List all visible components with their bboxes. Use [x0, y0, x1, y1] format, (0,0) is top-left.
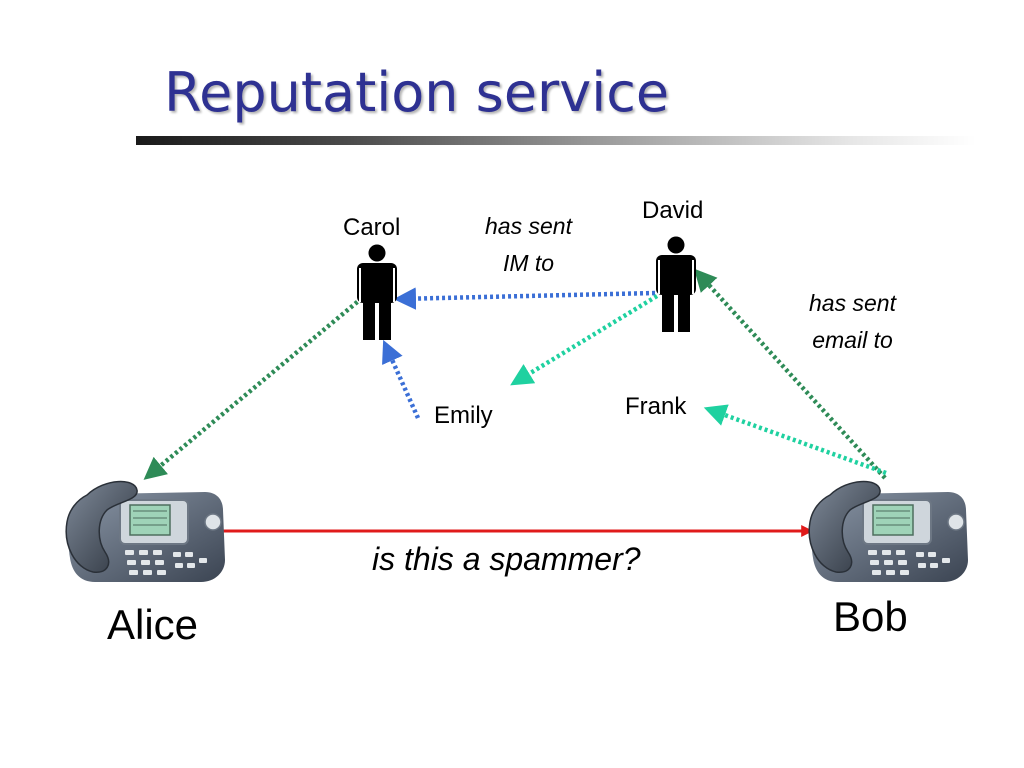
slide-title: Reputation service [164, 61, 670, 124]
relation-im-line1: has sent [485, 213, 572, 239]
title-underline [136, 136, 976, 145]
relation-email-line2: email to [812, 327, 893, 353]
label-carol: Carol [343, 214, 401, 241]
phone-icon-bob [808, 480, 969, 583]
edge-bob-to-frank [703, 404, 887, 476]
relation-email-line1: has sent [809, 290, 896, 316]
person-icon-carol [356, 243, 398, 341]
label-emily: Emily [434, 402, 493, 429]
phone-icon-alice [65, 480, 227, 583]
label-frank: Frank [625, 393, 687, 420]
edge-emily-to-carol [382, 339, 421, 419]
relation-im-line2: IM to [502, 250, 555, 276]
relation-label-im: has sent IM to [466, 208, 591, 282]
edge-bob-to-david [693, 268, 887, 480]
edge-david-to-emily [510, 294, 659, 386]
edge-david-to-carol [393, 287, 656, 310]
relation-label-email: has sent email to [790, 285, 915, 359]
label-david: David [642, 197, 704, 224]
label-alice: Alice [107, 601, 199, 648]
query-label: is this a spammer? [372, 541, 641, 577]
person-icon-david [655, 235, 697, 333]
edge-carol-to-alice [143, 296, 364, 480]
label-bob: Bob [833, 593, 908, 640]
